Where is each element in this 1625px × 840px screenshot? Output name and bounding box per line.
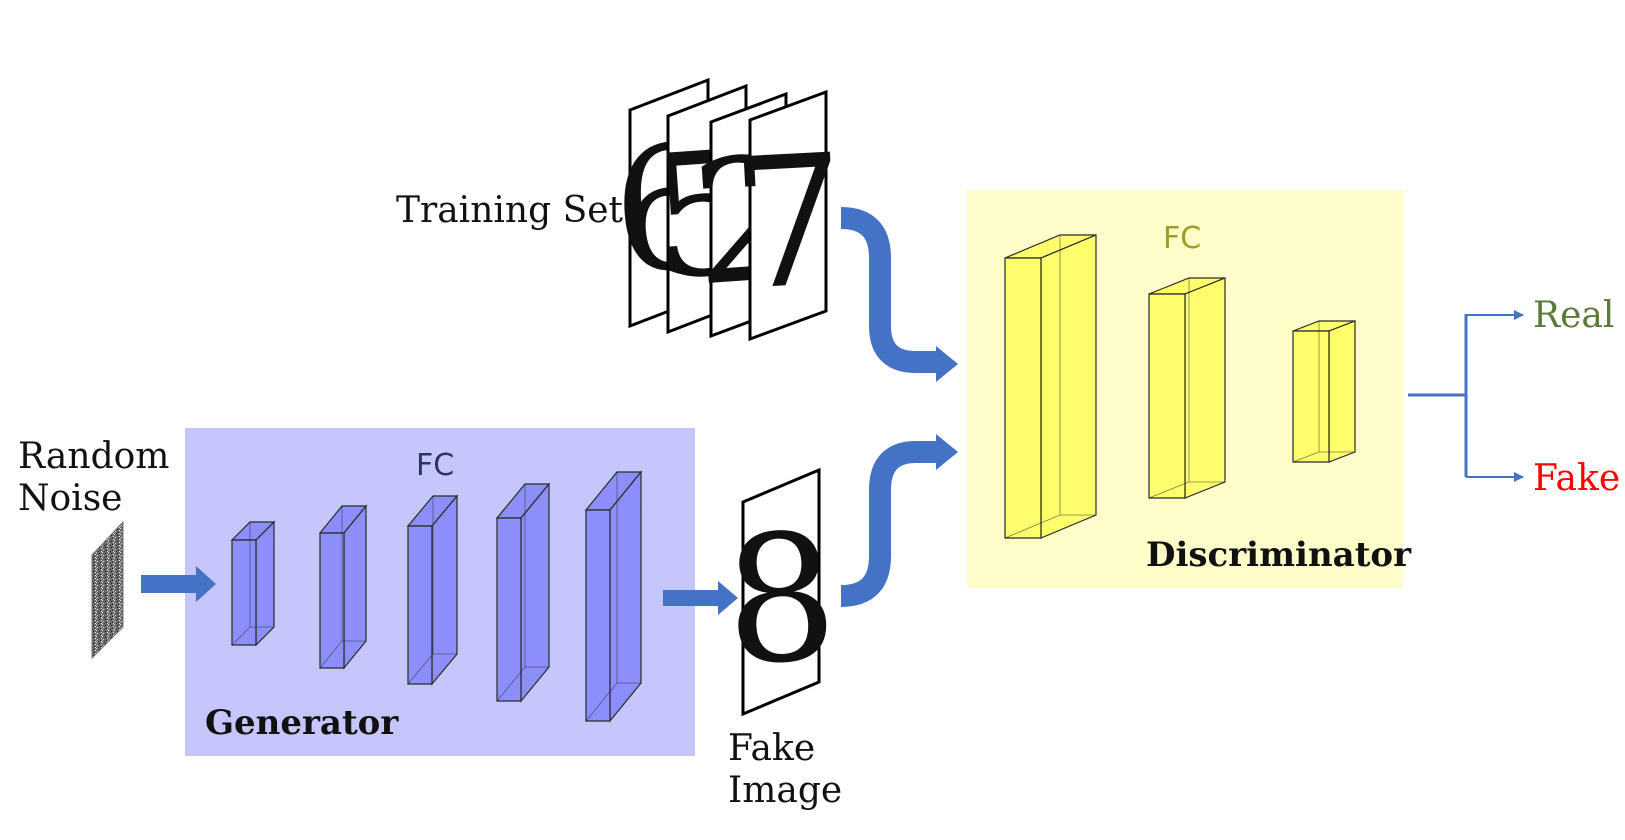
- arrow-noise-to-generator: [141, 566, 216, 602]
- output-branches: [1408, 310, 1524, 482]
- training-digit-4: 7: [727, 116, 852, 331]
- fake-label: Fake: [1533, 458, 1620, 499]
- discriminator-fc-label: FC: [1163, 221, 1201, 256]
- fake-image-digit: 8: [720, 496, 842, 705]
- fake-image-label-line2: Image: [728, 770, 842, 811]
- discriminator-label: Discriminator: [1146, 535, 1412, 575]
- generator-label: Generator: [205, 703, 399, 743]
- random-noise-label-line1: Random: [18, 436, 169, 477]
- discriminator-layer-1: [1004, 234, 1097, 539]
- real-label: Real: [1533, 295, 1614, 336]
- random-noise-label-line2: Noise: [18, 478, 122, 519]
- generator-layer-5: [584, 470, 643, 723]
- arrow-training-to-discriminator: [840, 207, 958, 382]
- discriminator-layers: [1004, 234, 1356, 539]
- arrow-generator-to-fake-image: [663, 581, 738, 615]
- generator-fc-label: FC: [416, 448, 454, 483]
- generator-layer-2: [318, 504, 368, 670]
- random-noise-patch: [91, 520, 124, 660]
- arrow-fake-to-discriminator: [840, 434, 958, 607]
- discriminator-layer-2: [1148, 277, 1226, 499]
- discriminator-layer-3: [1292, 320, 1356, 463]
- training-set-images: 6 5 2 7: [606, 77, 852, 342]
- fake-image-card: 8: [720, 467, 842, 717]
- generator-layer-1: [230, 520, 276, 647]
- fake-image-label-line1: Fake: [728, 728, 815, 769]
- training-set-label: Training Set: [396, 190, 624, 231]
- generator-layers: [230, 470, 643, 723]
- generator-layer-3: [406, 494, 459, 686]
- generator-layer-4: [495, 482, 551, 703]
- training-card-4: 7: [727, 89, 852, 342]
